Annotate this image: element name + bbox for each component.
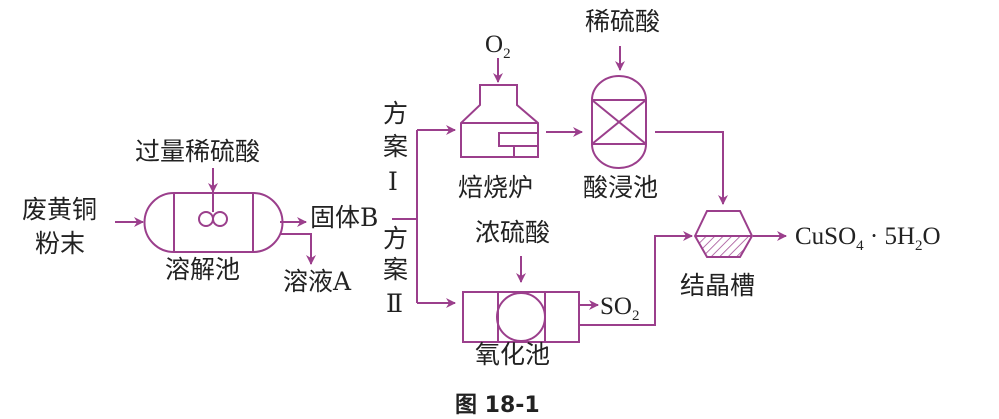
leach-tank-label: 酸浸池 (583, 173, 658, 202)
raw-material-label-2: 粉末 (35, 229, 85, 258)
oxidation-tank-icon (462, 291, 580, 343)
svg-text:案: 案 (383, 132, 408, 161)
so2-label: SO2 (600, 293, 639, 324)
product-label: CuSO4 · 5H2O (795, 223, 941, 254)
dissolve-tank-icon (143, 192, 284, 253)
dissolve-tank-label: 溶解池 (165, 255, 240, 284)
plan1-label: 方 案 Ⅰ (383, 99, 408, 196)
leach-tank-icon (591, 75, 647, 169)
roaster-label: 焙烧炉 (458, 173, 533, 202)
solution-a-label: 溶液A (283, 267, 352, 296)
conc-acid-label: 浓硫酸 (475, 218, 550, 247)
crystallizer-icon (693, 210, 754, 258)
roaster-icon (460, 84, 539, 158)
figure-caption: 图 18-1 (455, 393, 540, 418)
svg-text:Ⅱ: Ⅱ (386, 291, 403, 318)
svg-text:方: 方 (383, 99, 408, 128)
plan2-label: 方 案 Ⅱ (383, 224, 408, 318)
svg-text:Ⅰ: Ⅰ (388, 169, 398, 196)
svg-text:方: 方 (383, 224, 408, 253)
solution-arrow (280, 233, 316, 265)
oxygen-label: O2 (485, 31, 511, 62)
excess-dilute-acid-label: 过量稀硫酸 (135, 137, 260, 166)
dilute-acid-label: 稀硫酸 (585, 7, 660, 36)
raw-material-label: 废黄铜 (22, 195, 97, 224)
svg-text:案: 案 (383, 255, 408, 284)
leach-to-crystallizer-arrow (655, 131, 728, 205)
crystallizer-label: 结晶槽 (680, 271, 755, 300)
oxidation-to-crystallizer-arrow (580, 231, 693, 326)
oxidation-tank-label: 氧化池 (475, 340, 550, 369)
solid-b-label: 固体B (310, 203, 378, 232)
